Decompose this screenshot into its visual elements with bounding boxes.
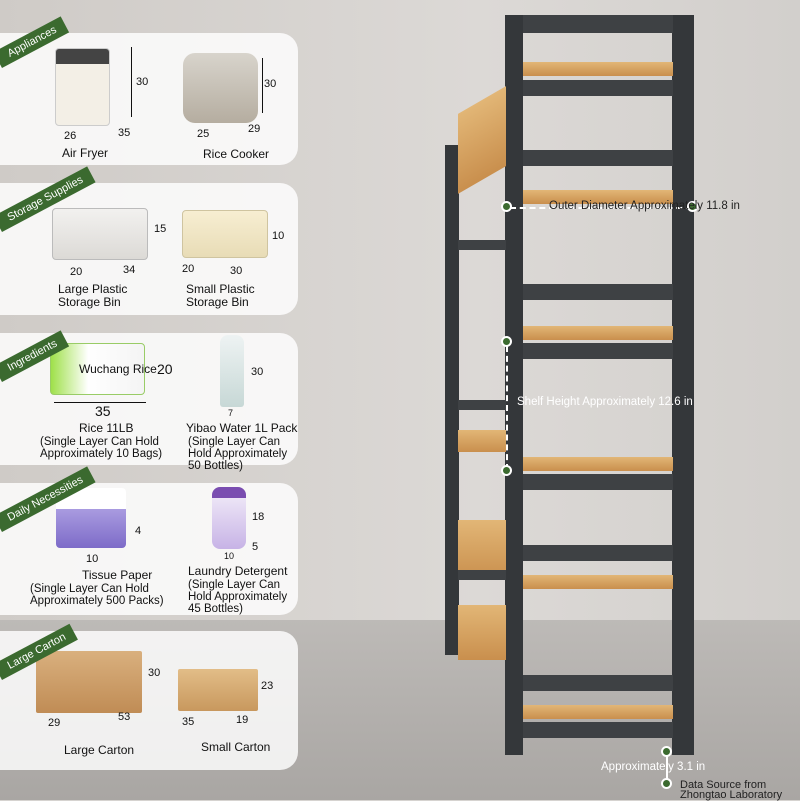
foot-height-label: Approximately 3.1 in bbox=[601, 761, 706, 773]
dimension-label: 30 bbox=[136, 76, 149, 88]
measure-dot bbox=[501, 336, 512, 347]
dimension-label: 35 bbox=[182, 716, 195, 728]
item-name: Rice Cooker bbox=[203, 147, 270, 161]
dimension-label: 10 bbox=[224, 551, 235, 561]
category-card-daily-necessities: 4 10 Tissue Paper (Single Layer Can Hold… bbox=[0, 483, 298, 615]
shelf-height-label: Shelf Height Approximately 12.6 in bbox=[517, 396, 693, 408]
small-carton-image bbox=[178, 669, 258, 711]
small-bin-image bbox=[182, 210, 268, 258]
measure-dot bbox=[687, 201, 698, 212]
shelf-rail bbox=[523, 474, 673, 490]
rice-bag-image bbox=[50, 343, 145, 395]
dimension-label: 19 bbox=[236, 714, 249, 726]
capacity-note: (Single Layer Can Hold Approximately 10 … bbox=[40, 436, 163, 460]
item-name: Small Plastic Storage Bin bbox=[186, 282, 255, 309]
shelf-height-line bbox=[506, 346, 508, 470]
dimension-label: 4 bbox=[135, 525, 142, 537]
shelf-post bbox=[672, 15, 694, 755]
measure-dot bbox=[661, 778, 672, 789]
shelf-board bbox=[458, 605, 506, 660]
shelf-rail bbox=[523, 343, 673, 359]
measure-dot bbox=[501, 201, 512, 212]
item-name: Large Carton bbox=[64, 743, 135, 757]
dimension-label: 30 bbox=[264, 78, 277, 90]
outer-diameter-line bbox=[510, 207, 692, 209]
capacity-note: (Single Layer Can Hold Approximately 50 … bbox=[188, 436, 288, 472]
shelf-board bbox=[523, 705, 673, 719]
shelf-rail bbox=[523, 722, 673, 738]
shelf-rail bbox=[458, 400, 506, 410]
item-name: Laundry Detergent bbox=[188, 564, 288, 578]
item-name: Rice 11LB bbox=[79, 421, 134, 435]
shelf-rail bbox=[523, 545, 673, 561]
shelf-rail bbox=[523, 284, 673, 300]
item-name: Small Carton bbox=[201, 740, 271, 754]
measure-dot bbox=[501, 465, 512, 476]
dim-arrow bbox=[262, 58, 263, 113]
tissue-image bbox=[56, 488, 126, 548]
category-card-ingredients: Wuchang Rice 20 35 Rice 11LB (Single Lay… bbox=[0, 333, 298, 472]
shelf-board bbox=[523, 457, 673, 471]
data-source-label: Data Source from Zhongtao Laboratory bbox=[680, 779, 783, 801]
dimension-label: 10 bbox=[86, 553, 99, 565]
shelf-rail bbox=[523, 150, 673, 166]
dimension-label: 30 bbox=[251, 366, 264, 378]
dimension-label: 20 bbox=[182, 263, 195, 275]
dimension-label: 29 bbox=[248, 123, 261, 135]
dimension-label: 30 bbox=[230, 265, 243, 277]
dimension-label: 5 bbox=[252, 541, 259, 553]
item-name: Large Plastic Storage Bin bbox=[58, 282, 128, 309]
dimension-label: 35 bbox=[118, 127, 131, 139]
dimension-label: 53 bbox=[118, 711, 131, 723]
air-fryer-image bbox=[55, 48, 110, 126]
dimension-label: 25 bbox=[197, 128, 210, 140]
shelf-board bbox=[523, 62, 673, 76]
dimension-label: 10 bbox=[272, 230, 285, 242]
dimension-label: 30 bbox=[148, 667, 161, 679]
dimension-label: 35 bbox=[95, 403, 111, 419]
item-name: Air Fryer bbox=[62, 146, 108, 160]
dimension-label: 15 bbox=[154, 223, 167, 235]
dimension-label: 34 bbox=[123, 264, 136, 276]
shelf-board bbox=[523, 190, 673, 204]
item-name: Yibao Water 1L Pack bbox=[186, 421, 298, 435]
shelf-rail bbox=[523, 80, 673, 96]
rice-cooker-image bbox=[183, 53, 258, 123]
measure-dot bbox=[661, 746, 672, 757]
detergent-image bbox=[212, 487, 246, 549]
shelf-post bbox=[505, 15, 523, 755]
dimension-label: 23 bbox=[261, 680, 274, 692]
dimension-label: 7 bbox=[228, 408, 234, 418]
foot-height-line bbox=[666, 756, 668, 784]
dimension-label: 26 bbox=[64, 130, 77, 142]
capacity-note: (Single Layer Can Hold Approximately 500… bbox=[30, 583, 164, 607]
shelf-rail bbox=[523, 675, 673, 691]
dim-arrow bbox=[131, 47, 132, 117]
capacity-note: (Single Layer Can Hold Approximately 45 … bbox=[188, 579, 288, 615]
shelf-rail bbox=[523, 15, 673, 33]
dim-arrow bbox=[54, 402, 146, 403]
dimension-label: 29 bbox=[48, 717, 61, 729]
large-carton-image bbox=[36, 651, 142, 713]
shelf-rail bbox=[458, 240, 506, 250]
dimension-label: 18 bbox=[252, 511, 265, 523]
shelf-board bbox=[523, 326, 673, 340]
product-overlay-label: Wuchang Rice bbox=[79, 362, 157, 376]
shelf-rail bbox=[458, 570, 506, 580]
category-card-appliances: 30 26 35 Air Fryer 30 25 29 Rice Cooker bbox=[0, 33, 298, 165]
outer-diameter-label: Outer Diameter Approximately 11.8 in bbox=[549, 200, 740, 212]
dimension-label: 20 bbox=[157, 361, 173, 377]
item-name: Tissue Paper bbox=[82, 568, 153, 582]
shelf-board bbox=[523, 575, 673, 589]
dimension-label: 20 bbox=[70, 266, 83, 278]
shelf-post bbox=[445, 145, 459, 655]
water-bottle-image bbox=[220, 335, 244, 407]
large-bin-image bbox=[52, 208, 148, 260]
shelf-board bbox=[458, 430, 506, 452]
